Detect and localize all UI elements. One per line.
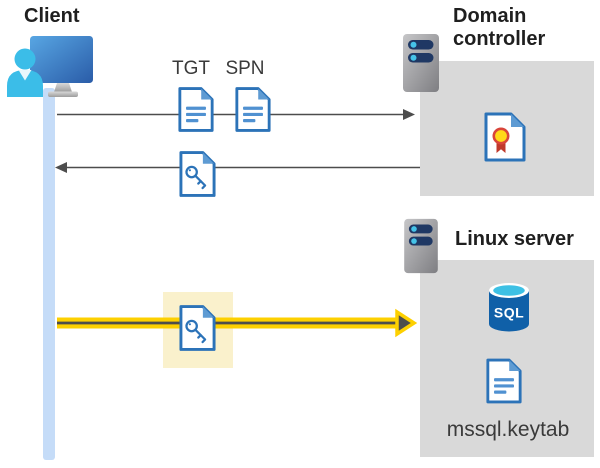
monitor-stand <box>54 83 72 92</box>
keytab-label: mssql.keytab <box>446 418 570 441</box>
sql-label: SQL <box>494 305 524 321</box>
request-arrow-head <box>403 109 415 120</box>
domain-controller-server-icon <box>403 34 439 92</box>
person-body <box>7 70 43 97</box>
spn-document-icon <box>235 87 271 132</box>
linux-server-label: Linux server <box>455 228 574 250</box>
sql-database-icon: SQL <box>489 283 529 332</box>
person-collar <box>18 70 32 81</box>
tgt-document-icon <box>178 87 214 132</box>
monitor-icon <box>30 36 93 83</box>
linux-server-icon <box>404 218 438 274</box>
spn-label: SPN <box>225 58 265 79</box>
monitor-base <box>48 91 78 97</box>
tgt-label: TGT <box>172 58 210 79</box>
response-arrow-head <box>55 162 67 173</box>
sql-connection-arrow-head <box>395 308 418 338</box>
client-lifeline <box>43 88 55 460</box>
client-workstation-icon <box>7 36 93 97</box>
domain-controller-label: Domain controller <box>453 5 546 50</box>
key-ticket-icon <box>179 151 216 197</box>
certificate-icon <box>484 112 526 162</box>
keytab-document-icon <box>486 358 522 404</box>
person-head <box>14 48 36 70</box>
client-label: Client <box>24 5 80 27</box>
highlighted-key-ticket-icon <box>179 305 216 351</box>
